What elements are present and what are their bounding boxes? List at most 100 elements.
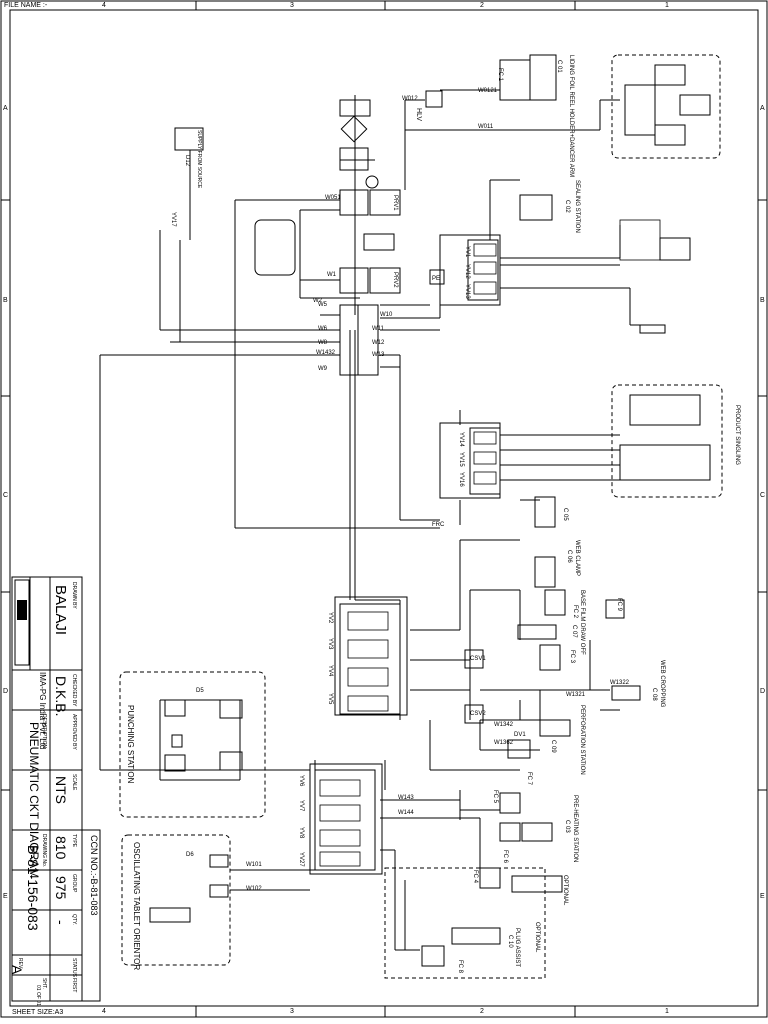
wire-w143: W143 <box>398 795 414 801</box>
valve-yv8: YV8 <box>298 827 304 839</box>
wire-w1342: W1342 <box>494 722 514 728</box>
pe-label: PE <box>432 276 441 282</box>
company-logo-frame <box>14 579 30 666</box>
zone-letter-e-right: E <box>760 893 765 900</box>
prv2-label: PRV2 <box>392 272 398 288</box>
valve-bodies <box>149 54 711 967</box>
zone-number-4-bottom: 4 <box>102 1008 106 1015</box>
valve-yv13: YV13 <box>464 284 470 299</box>
valve-yv16: YV16 <box>458 472 464 487</box>
d6-label: D6 <box>186 852 194 858</box>
scale-value: NTS <box>53 776 69 804</box>
valve-yv1: YV1 <box>464 246 470 258</box>
wire-w144: W144 <box>398 810 414 816</box>
valve-yv27: YV27 <box>298 852 304 867</box>
cylinder-c03: C 03 <box>564 820 570 833</box>
scale-label: SCALE <box>71 774 77 791</box>
wire-w3: W5 <box>318 302 327 308</box>
d12-label: D12 <box>184 155 190 167</box>
zone-number-4: 4 <box>102 2 106 9</box>
cylinder-c05: C 05 <box>562 508 568 521</box>
drawing-no-value: B-81-156-083 <box>25 845 41 931</box>
flow-control-fc6: FC 6 <box>502 850 508 864</box>
zone-letter-c-right: C <box>760 492 766 499</box>
valve-yv15: YV15 <box>458 452 464 467</box>
zone-letter-a-right: A <box>760 105 765 112</box>
flow-control-fc5: FC 5 <box>492 790 498 804</box>
wire-w051: W051 <box>325 195 341 201</box>
perforation-label: PERFORATION STATION <box>579 705 585 775</box>
zone-letter-d-right: D <box>760 688 766 695</box>
flow-control-fc1: FC 1 <box>497 68 503 82</box>
wire-w1362: W1362 <box>494 740 514 746</box>
cylinder-c08: C 08 <box>651 688 657 701</box>
flow-control-fc7: FC 7 <box>526 772 532 786</box>
status-label: STATUS <box>71 958 77 977</box>
wire-w011: W011 <box>478 124 494 130</box>
title-block-frame <box>11 576 101 1002</box>
valve-yv4: YV4 <box>327 665 333 677</box>
optional-label-2: OPTIONAL <box>534 922 540 953</box>
file-name-label: FILE NAME :- <box>4 2 48 9</box>
cylinder-c10: C 10 <box>507 935 513 948</box>
wire-w1321: W1321 <box>566 692 586 698</box>
wire-w6: W9 <box>318 366 327 372</box>
wire-w4: W6 <box>318 326 327 332</box>
dashed-enclosures <box>119 54 723 979</box>
flow-control-fc4: FC 4 <box>472 870 478 884</box>
zone-number-3: 3 <box>290 2 294 9</box>
wire-w11: W13 <box>372 352 385 358</box>
base-film-label: BASE FILM DRAW OFF <box>579 590 585 655</box>
dv1-label: DV1 <box>514 732 526 738</box>
approved-by-label: APPROVED BY <box>71 714 77 750</box>
cylinder-c09: C 09 <box>550 740 556 753</box>
wire-w1432: W1432 <box>316 350 336 356</box>
zone-letter-b: B <box>3 297 8 304</box>
sht-value: 01 OF 01 <box>35 985 41 1006</box>
hlv-label: HLV <box>415 108 422 122</box>
pre-heating-label: PRE-HEATING STATION <box>572 795 578 863</box>
flow-control-fc3: FC 3 <box>569 650 575 664</box>
cylinder-c01: C 01 <box>556 60 562 73</box>
plug-assist-label: PLUG ASSIST <box>514 928 520 968</box>
wire-w1: W1 <box>327 272 336 278</box>
sheet-size-label: SHEET SIZE:A3 <box>12 1009 64 1016</box>
drawing-no-label: DRAWING No. <box>41 834 47 868</box>
zone-letter-a: A <box>3 105 8 112</box>
first-label: FIRST <box>71 978 77 993</box>
lidding-foil-station-label: LIDING FOIL REEL HOLDER+DANCER ARM <box>568 55 574 178</box>
optional-label-1: OPTIONAL <box>562 875 568 906</box>
punching-station-label: PUNCHING STATION <box>126 705 135 784</box>
cylinder-c02: C 02 <box>564 200 570 213</box>
flow-control-fc8: FC 8 <box>457 960 463 974</box>
cylinder-c07: C 07 <box>571 625 577 638</box>
drawn-by-label: DRAWN BY <box>71 582 77 609</box>
wire-w0121: W0121 <box>478 88 498 94</box>
zone-number-3-bottom: 3 <box>290 1008 294 1015</box>
zone-number-2-bottom: 2 <box>480 1008 484 1015</box>
ccn-number: CCN NO.:-B-81-083 <box>89 835 99 916</box>
valve-yv2: YV2 <box>327 612 333 624</box>
wire-w10: W12 <box>372 340 385 346</box>
frc-label: FRC <box>432 522 445 528</box>
wire-w5: W8 <box>318 340 327 346</box>
checked-by-label: CHECKED BY <box>71 674 77 707</box>
prv1-label: PRV1 <box>392 195 398 211</box>
zone-letter-e: E <box>3 893 8 900</box>
wire-w101: W101 <box>246 862 262 868</box>
sealing-station-label: SEALING STATION <box>574 180 580 233</box>
product-singling-label: PRODUCT SINGLING <box>734 405 740 465</box>
zone-number-1-bottom: 1 <box>665 1008 669 1015</box>
pressure-gauge <box>365 175 379 189</box>
supply-from-source-label: SUPPLY FROM SOURCE <box>196 130 202 189</box>
zone-letter-d: D <box>3 688 9 695</box>
wire-w9: W11 <box>372 326 384 332</box>
qty-label: QTY. <box>71 914 77 926</box>
flow-control-fc2: FC 2 <box>572 605 578 619</box>
d5-label: D5 <box>196 688 204 694</box>
csv2-label: CSV2 <box>470 711 486 717</box>
wire-w2: W2 <box>313 298 322 304</box>
